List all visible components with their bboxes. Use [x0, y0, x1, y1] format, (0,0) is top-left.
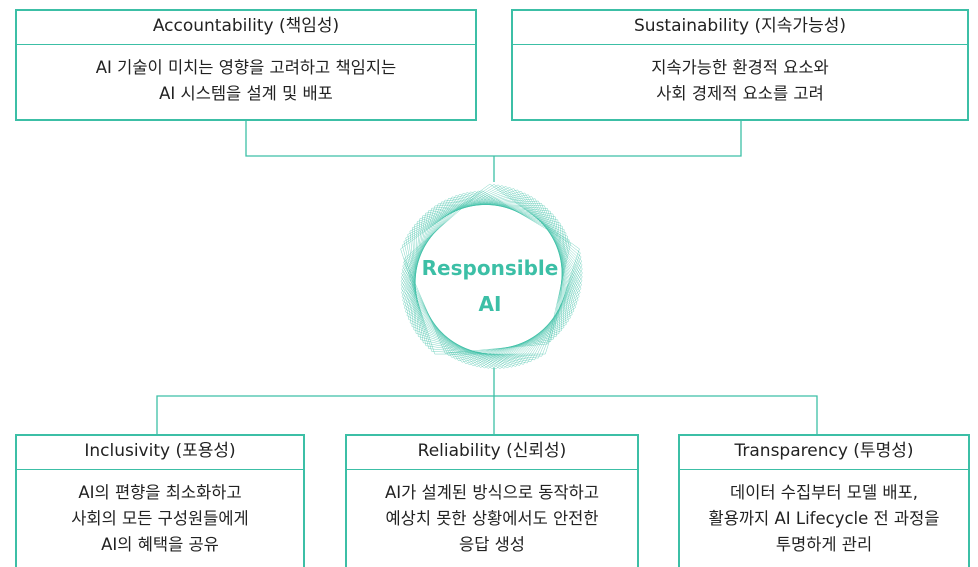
inclusivity-line-3: AI의 혜택을 공유 — [101, 535, 219, 554]
sustainability-title: Sustainability (지속가능성) — [513, 11, 967, 45]
inclusivity-card: Inclusivity (포용성) AI의 편향을 최소화하고 사회의 모든 구… — [15, 434, 305, 567]
reliability-line-1: AI가 설계된 방식으로 동작하고 — [384, 483, 600, 502]
transparency-line-3: 투명하게 관리 — [775, 535, 873, 554]
reliability-title: Reliability (신뢰성) — [347, 436, 637, 470]
reliability-card: Reliability (신뢰성) AI가 설계된 방식으로 동작하고 예상치 … — [345, 434, 639, 567]
sustainability-line-2: 사회 경제적 요소를 고려 — [656, 84, 824, 103]
inclusivity-title: Inclusivity (포용성) — [17, 436, 303, 470]
reliability-line-2: 예상치 못한 상황에서도 안전한 — [385, 509, 599, 528]
transparency-title: Transparency (투명성) — [680, 436, 968, 470]
center-label-line2: AI — [478, 292, 502, 316]
transparency-description: 데이터 수집부터 모델 배포, 활용까지 AI Lifecycle 전 과정을 … — [680, 470, 968, 558]
accountability-card: Accountability (책임성) AI 기술이 미치는 영향을 고려하고… — [15, 9, 477, 121]
inclusivity-line-2: 사회의 모든 구성원들에게 — [71, 509, 249, 528]
reliability-line-3: 응답 생성 — [459, 535, 525, 554]
transparency-line-1: 데이터 수집부터 모델 배포, — [730, 483, 918, 502]
accountability-line-1: AI 기술이 미치는 영향을 고려하고 책임지는 — [95, 58, 397, 77]
accountability-description: AI 기술이 미치는 영향을 고려하고 책임지는 AI 시스템을 설계 및 배포 — [17, 45, 475, 107]
reliability-description: AI가 설계된 방식으로 동작하고 예상치 못한 상황에서도 안전한 응답 생성 — [347, 470, 637, 558]
sustainability-line-1: 지속가능한 환경적 요소와 — [651, 58, 829, 77]
inclusivity-line-1: AI의 편향을 최소화하고 — [78, 483, 242, 502]
accountability-line-2: AI 시스템을 설계 및 배포 — [159, 84, 333, 103]
transparency-card: Transparency (투명성) 데이터 수집부터 모델 배포, 활용까지 … — [678, 434, 970, 567]
center-label-line1: Responsible — [421, 256, 559, 280]
sustainability-description: 지속가능한 환경적 요소와 사회 경제적 요소를 고려 — [513, 45, 967, 107]
sustainability-card: Sustainability (지속가능성) 지속가능한 환경적 요소와 사회 … — [511, 9, 969, 121]
inclusivity-description: AI의 편향을 최소화하고 사회의 모든 구성원들에게 AI의 혜택을 공유 — [17, 470, 303, 558]
transparency-line-2: 활용까지 AI Lifecycle 전 과정을 — [708, 509, 940, 528]
spiral-pentagon-graphic — [400, 183, 583, 370]
top-left-connector — [245, 121, 494, 157]
pentagon-line — [404, 190, 571, 354]
bottom-bar-connector — [156, 395, 818, 434]
accountability-title: Accountability (책임성) — [17, 11, 475, 45]
top-right-connector — [494, 121, 742, 157]
